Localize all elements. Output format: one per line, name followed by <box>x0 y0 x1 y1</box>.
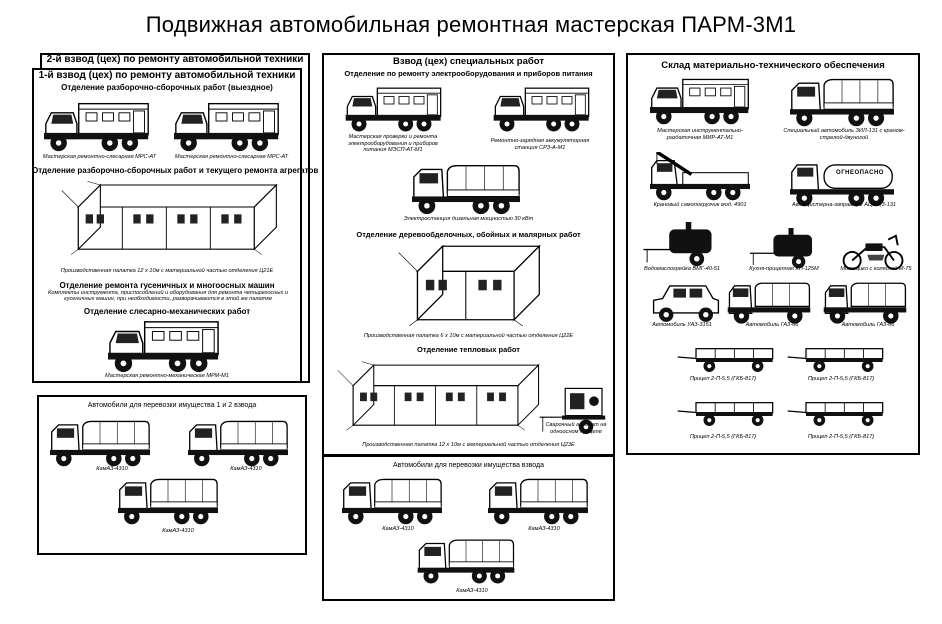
trailer-1 <box>677 348 774 373</box>
caption-boiler: Водомаслогрейка ВМГ-40-51 <box>643 266 721 272</box>
transport-platoon-heading: Автомобили для перевозки имущества взвод… <box>392 462 545 469</box>
caption-power: Электростанция дизельная мощностью 30 кВ… <box>403 216 534 222</box>
mespa-van <box>345 87 442 133</box>
caption-mrs-2: Мастерская ремонтно-слесарная МРС-АТ <box>174 154 289 160</box>
fuel-tanker <box>789 164 895 207</box>
caption-trailer-2: Прицеп 2-П-5,5 (ГКБ-817) <box>807 376 875 382</box>
caption-moto: Мотоцикл с коляской М-75 <box>840 266 912 272</box>
section-body: Отделение деревообделочных, обойных и ма… <box>356 230 581 239</box>
mrs-workshop-van-2 <box>173 102 279 152</box>
kamaz-truck-1 <box>49 420 151 467</box>
kamaz-truck-3 <box>117 478 219 525</box>
mir-van <box>649 78 749 125</box>
trailer-3 <box>677 402 774 427</box>
caption-trailer-1: Прицеп 2-П-5,5 (ГКБ-817) <box>689 376 757 382</box>
section-mechanical: Отделение слесарно-механических работ <box>83 307 251 316</box>
caption-crane: Крановый самопогрузчик мод. 4901 <box>653 202 747 208</box>
caption-uaz: Автомобиль УАЗ-3151 <box>652 322 712 328</box>
transport12-heading: Автомобили для перевозки имущества 1 и 2… <box>87 402 257 409</box>
section-tracked: Отделение ремонта гусеничных и многоосны… <box>59 281 275 290</box>
kamaz-platoon-truck-1 <box>341 478 443 525</box>
caption-trailer-4: Прицеп 2-П-5,5 (ГКБ-817) <box>807 434 875 440</box>
tanker-warning-label: ОГНЕОПАСНО <box>836 170 884 176</box>
section-electrical: Отделение по ремонту электрооборудования… <box>344 69 593 78</box>
section-disassembly: Отделение разборочно-сборочных работ (вы… <box>61 83 273 92</box>
zil-crane-truck <box>789 78 895 127</box>
caption-kitchen: Кухня-прицепная КП-125М <box>749 266 819 272</box>
caption-tent-c21e: Производственная палатка 12 х 10м с мате… <box>60 268 274 274</box>
uaz-jeep <box>652 285 720 323</box>
caption-transport12-1: КамАЗ-4310 <box>96 466 128 472</box>
caption-mrs-1: Мастерская ремонтно-слесарная МРС-АТ <box>42 154 157 160</box>
platoon1-heading: 1-й взвод (цех) по ремонту автомобильной… <box>38 70 296 81</box>
caption-trailer-3: Прицеп 2-П-5,5 (ГКБ-817) <box>689 434 757 440</box>
sr3-van <box>493 87 590 133</box>
mrs-workshop-van-1 <box>43 102 149 152</box>
warehouse-heading: Склад материально-технического обеспечен… <box>661 60 885 71</box>
caption-gaz-2: Автомобиль ГАЗ-66 <box>841 322 895 328</box>
section-heat: Отделение тепловых работ <box>417 345 520 354</box>
kamaz-truck-2 <box>187 420 289 467</box>
caption-mrm: Мастерская ремонтно-механическая МРМ-М1 <box>105 373 229 379</box>
section-units: Отделение разборочно-сборочных работ и т… <box>32 166 319 175</box>
power-station-truck <box>411 165 521 215</box>
special-heading: Взвод (цех) специальных работ <box>393 56 544 67</box>
caption-transport-platoon-1: КамАЗ-4310 <box>382 526 414 532</box>
note-tracked: Комплекты инструмента, приспособлений и … <box>48 290 288 303</box>
caption-mespa: Мастерская проверки и ремонта электрообо… <box>348 134 438 154</box>
caption-transport12-3: КамАЗ-4310 <box>162 528 194 534</box>
caption-transport-platoon-2: КамАЗ-4310 <box>528 526 560 532</box>
tent-c22e <box>397 245 540 326</box>
tent-c23e <box>337 361 540 431</box>
caption-transport12-2: КамАЗ-4310 <box>230 466 262 472</box>
caption-transport-platoon-3: КамАЗ-4310 <box>456 588 488 594</box>
caption-gaz-1: Автомобиль ГАЗ-66 <box>745 322 799 328</box>
caption-mir: Мастерская инструментально-раздаточная М… <box>657 128 743 141</box>
caption-zil: Специальный автомобиль ЗИЛ-131 с краном-… <box>783 128 905 141</box>
caption-tanker: Автоцистерна-заправщик АЦ3-4,3-131 <box>792 202 896 208</box>
trailer-2 <box>787 348 884 373</box>
mrm-workshop-van <box>107 321 219 373</box>
water-oil-heater <box>642 222 713 267</box>
platoon2-heading: 2-й взвод (цех) по ремонту автомобильной… <box>46 54 304 65</box>
crane-loader <box>648 152 752 202</box>
trailer-4 <box>787 402 884 427</box>
tent-c21e <box>61 180 277 256</box>
gaz-truck-2 <box>823 282 907 325</box>
field-kitchen-trailer <box>749 228 813 269</box>
kamaz-platoon-truck-3 <box>417 539 515 585</box>
caption-tent-c23e: Производственная палатка 12 х 10м с мате… <box>362 442 575 448</box>
caption-sr3: Ремонтно-зарядная аккумуляторная станция… <box>490 138 590 151</box>
caption-tent-c22e: Производственная палатка 6 х 10м с матер… <box>363 333 574 339</box>
motorcycle-sidecar <box>842 234 904 270</box>
gaz-truck-1 <box>727 282 811 325</box>
page-title: Подвижная автомобильная ремонтная мастер… <box>145 12 797 37</box>
kamaz-platoon-truck-2 <box>487 478 589 525</box>
caption-welder: Сварочный агрегат на одноосном прицепе <box>545 422 607 435</box>
